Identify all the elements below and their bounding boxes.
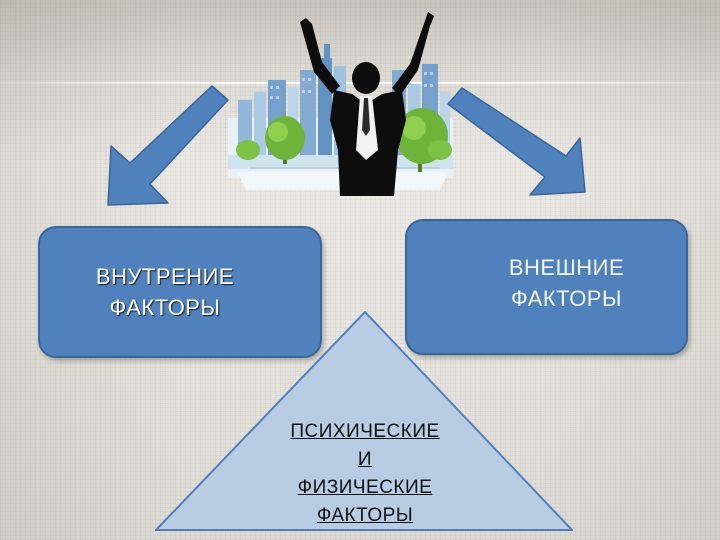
- psychophysical-factors-triangle: [155, 311, 573, 531]
- psychophysical-factors-label: ПСИХИЧЕСКИЕ И ФИЗИЧЕСКИЕ ФАКТОРЫ: [250, 418, 480, 530]
- tree-left: [236, 116, 305, 164]
- triangle-line2: И: [357, 449, 373, 470]
- tree-right: [396, 108, 452, 172]
- internal-factors-label: ВНУТРЕНИЕ ФАКТОРЫ: [96, 261, 234, 323]
- man-silhouette: [300, 12, 434, 196]
- external-factors-line2: ФАКТОРЫ: [511, 286, 622, 311]
- triangle-line1: ПСИХИЧЕСКИЕ: [290, 421, 440, 442]
- internal-factors-line1: ВНУТРЕНИЕ: [95, 264, 235, 289]
- external-factors-box: ВНЕШНИЕ ФАКТОРЫ: [405, 219, 688, 355]
- triangle-line4: ФАКТОРЫ: [316, 505, 414, 526]
- businessman-city-illustration: [228, 12, 453, 196]
- internal-factors-line2: ФАКТОРЫ: [109, 295, 221, 320]
- external-factors-label: ВНЕШНИЕ ФАКТОРЫ: [509, 252, 624, 314]
- arrow-right-down-icon: [447, 87, 586, 196]
- internal-factors-box: ВНУТРЕНИЕ ФАКТОРЫ: [38, 226, 322, 358]
- external-factors-line1: ВНЕШНИЕ: [508, 255, 625, 280]
- triangle-line3: ФИЗИЧЕСКИЕ: [297, 477, 433, 498]
- arrow-left-down-icon: [107, 85, 229, 206]
